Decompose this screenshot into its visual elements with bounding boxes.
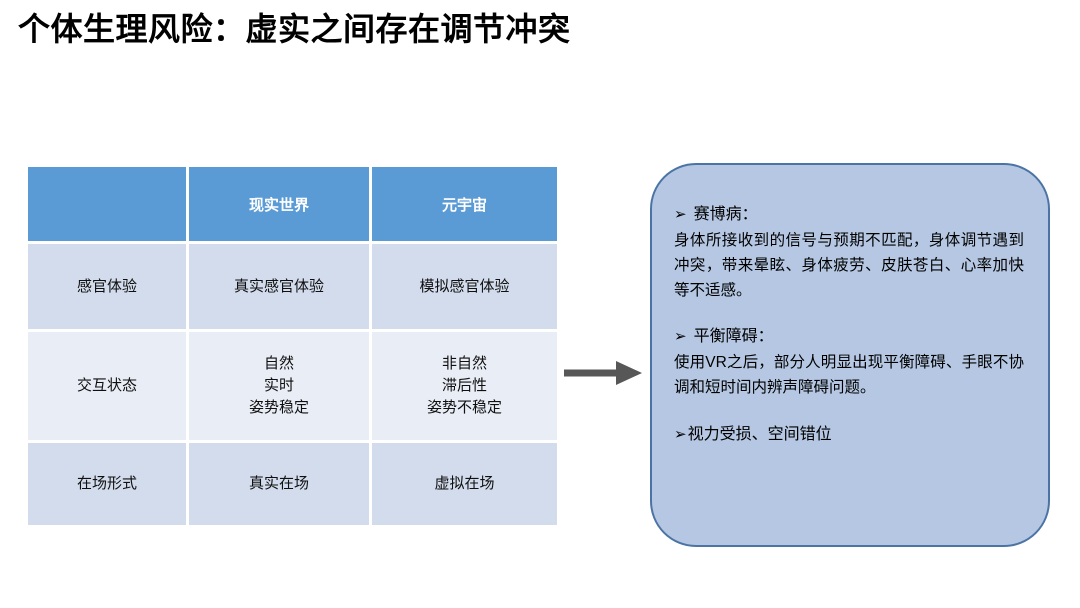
callout-final-item: ➢视力受损、空间错位 bbox=[674, 423, 1024, 447]
cell-sensory-real: 真实感官体验 bbox=[189, 244, 372, 332]
callout-heading: ➢ 赛博病： bbox=[674, 203, 1024, 227]
callout-heading-text: 平衡障碍： bbox=[693, 328, 774, 346]
cell-line: 非自然 bbox=[441, 355, 487, 373]
right-arrow-icon bbox=[564, 361, 642, 385]
cell-line: 实时 bbox=[263, 377, 294, 395]
bullet-arrow-icon: ➢ bbox=[674, 206, 687, 223]
cell-interaction-meta: 非自然 滞后性 姿势不稳定 bbox=[372, 332, 557, 443]
callout-block-cybersickness: ➢ 赛博病： 身体所接收到的信号与预期不匹配，身体调节遇到冲突，带来晕眩、身体疲劳… bbox=[674, 203, 1024, 303]
row-label-sensory: 感官体验 bbox=[28, 244, 189, 332]
bullet-arrow-icon: ➢ bbox=[674, 328, 687, 346]
callout-body-text: 身体所接收到的信号与预期不匹配，身体调节遇到冲突，带来晕眩、身体疲劳、皮肤苍白、… bbox=[674, 232, 1024, 300]
cell-line: 滞后性 bbox=[441, 377, 487, 395]
table-row: 交互状态 自然 实时 姿势稳定 非自然 滞后性 姿势不稳定 bbox=[28, 332, 557, 443]
table-header-metaverse: 元宇宙 bbox=[372, 167, 557, 244]
row-label-presence: 在场形式 bbox=[28, 443, 189, 525]
callout-final-text: 视力受损、空间错位 bbox=[687, 425, 832, 443]
callout-heading-text: 赛博病： bbox=[693, 206, 758, 223]
row-label-interaction: 交互状态 bbox=[28, 332, 189, 443]
cell-presence-meta: 虚拟在场 bbox=[372, 443, 557, 525]
table-header-row: 现实世界 元宇宙 bbox=[28, 167, 557, 244]
callout-box: ➢ 赛博病： 身体所接收到的信号与预期不匹配，身体调节遇到冲突，带来晕眩、身体疲劳… bbox=[650, 163, 1050, 547]
callout-block-vision-impairment: ➢视力受损、空间错位 bbox=[674, 423, 1024, 447]
callout-body-text: 使用VR之后，部分人明显出现平衡障碍、手眼不协调和短时间内辨声障碍问题。 bbox=[674, 354, 1024, 397]
cell-line: 姿势稳定 bbox=[248, 398, 309, 416]
page-title: 个体生理风险：虚实之间存在调节冲突 bbox=[18, 11, 571, 47]
callout-heading: ➢ 平衡障碍： bbox=[674, 325, 1024, 349]
bullet-arrow-icon: ➢ bbox=[674, 425, 687, 443]
callout-block-balance-disorder: ➢ 平衡障碍： 使用VR之后，部分人明显出现平衡障碍、手眼不协调和短时间内辨声障碍… bbox=[674, 325, 1024, 400]
cell-line: 自然 bbox=[263, 355, 294, 373]
table-header-real-world: 现实世界 bbox=[189, 167, 372, 244]
table-row: 在场形式 真实在场 虚拟在场 bbox=[28, 443, 557, 525]
cell-line: 姿势不稳定 bbox=[426, 398, 502, 416]
cell-presence-real: 真实在场 bbox=[189, 443, 372, 525]
table-header-corner bbox=[28, 167, 189, 244]
comparison-table: 现实世界 元宇宙 感官体验 真实感官体验 模拟感官体验 交互状态 自然 实时 姿… bbox=[28, 167, 557, 525]
cell-interaction-real: 自然 实时 姿势稳定 bbox=[189, 332, 372, 443]
table-row: 感官体验 真实感官体验 模拟感官体验 bbox=[28, 244, 557, 332]
cell-sensory-meta: 模拟感官体验 bbox=[372, 244, 557, 332]
